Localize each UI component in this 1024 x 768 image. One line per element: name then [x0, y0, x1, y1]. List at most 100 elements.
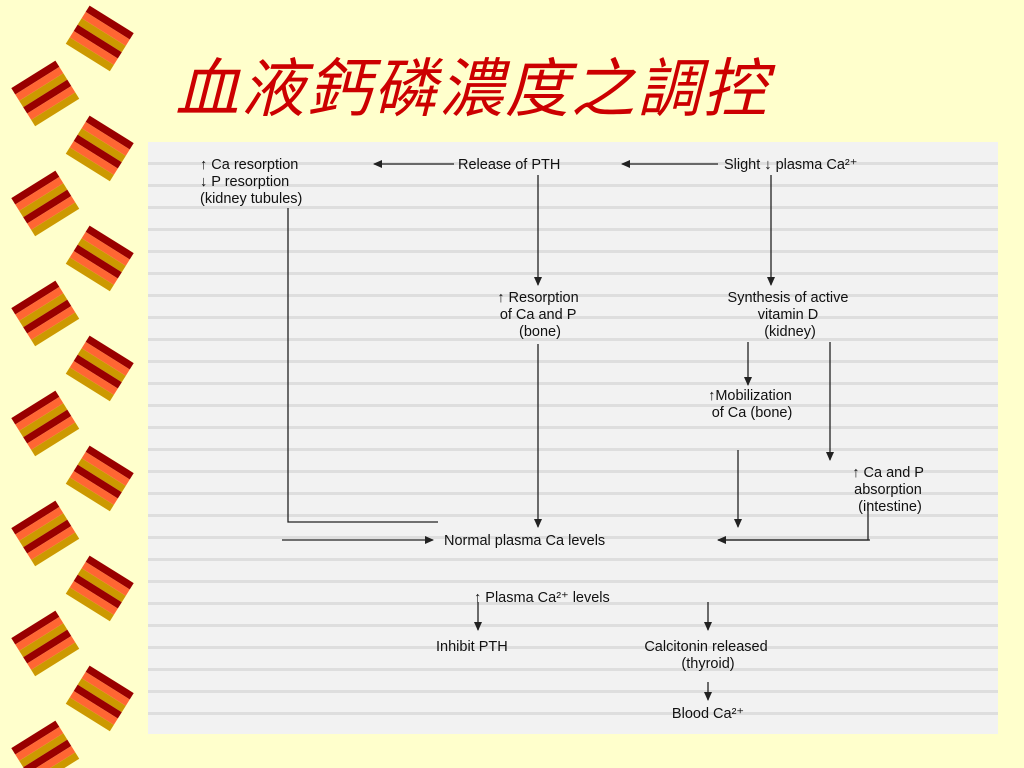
- border-stripe: [77, 458, 126, 493]
- border-stripe: [73, 24, 122, 59]
- border-stripe: [11, 610, 60, 645]
- border-stripe: [65, 697, 114, 732]
- border-stripe: [19, 403, 68, 438]
- border-stripe: [85, 115, 134, 150]
- node-synthesis-vitamin-d-line: vitamin D: [758, 307, 818, 323]
- border-stripe: [65, 477, 114, 512]
- border-stripe: [15, 286, 64, 321]
- border-stripe: [15, 176, 64, 211]
- border-stripe: [73, 244, 122, 279]
- border-fan: [11, 60, 80, 127]
- border-stripe: [81, 11, 130, 46]
- border-stripe: [19, 293, 68, 328]
- border-stripe: [23, 409, 72, 444]
- border-stripe: [65, 257, 114, 292]
- node-absorption: ↑ Ca and P absorption (intestine): [852, 465, 928, 515]
- border-stripe: [27, 416, 76, 450]
- border-fan: [11, 280, 80, 347]
- border-fan: [11, 170, 80, 237]
- decorative-border: [11, 5, 134, 768]
- border-stripe: [85, 665, 134, 700]
- border-fan: [65, 115, 134, 182]
- border-stripe: [15, 726, 64, 761]
- border-stripe: [19, 73, 68, 108]
- node-absorption-line: ↑ Ca and P: [852, 465, 923, 481]
- border-stripe: [27, 636, 76, 670]
- node-resorption-bone-line: of Ca and P: [500, 307, 576, 323]
- border-fan: [65, 555, 134, 622]
- border-stripe: [19, 513, 68, 548]
- border-stripe: [85, 555, 134, 590]
- border-stripe: [81, 671, 130, 706]
- border-stripe: [23, 189, 72, 224]
- arrow-absorption-to-normal: [718, 502, 869, 541]
- diagram-figure: ↑ Ca resorption ↓ P resorption (kidney t…: [148, 142, 998, 734]
- border-stripe: [73, 134, 122, 169]
- border-stripe: [81, 561, 130, 596]
- border-fan: [65, 225, 134, 292]
- border-stripe: [85, 335, 134, 370]
- border-stripe: [15, 506, 64, 541]
- node-release-pth: Release of PTH: [458, 157, 560, 173]
- node-synthesis-vitamin-d-line: (kidney): [764, 324, 816, 340]
- node-ca-p-resorption-line: ↑ Ca resorption: [200, 157, 298, 173]
- node-inhibit-pth-line: Inhibit PTH: [436, 639, 508, 655]
- border-stripe: [65, 587, 114, 622]
- node-absorption-line: absorption: [854, 482, 922, 498]
- border-stripe: [85, 445, 134, 480]
- border-stripe: [31, 422, 80, 457]
- node-plasma-ca-up: ↑ Plasma Ca²⁺ levels: [474, 590, 610, 606]
- border-stripe: [31, 202, 80, 237]
- node-mobilization-line: of Ca (bone): [712, 405, 793, 421]
- node-ca-p-resorption-line: ↓ P resorption: [200, 174, 289, 190]
- border-stripe: [11, 170, 60, 205]
- border-stripe: [69, 251, 118, 285]
- border-stripe: [77, 348, 126, 383]
- border-stripe: [19, 733, 68, 768]
- node-resorption-bone-line: (bone): [519, 324, 561, 340]
- border-stripe: [77, 238, 126, 273]
- border-stripe: [65, 37, 114, 72]
- border-stripe: [81, 231, 130, 266]
- node-synthesis-vitamin-d-line: Synthesis of active: [728, 290, 849, 306]
- border-stripe: [69, 361, 118, 395]
- border-fan: [11, 390, 80, 457]
- node-calcitonin-line: Calcitonin released: [644, 639, 767, 655]
- border-stripe: [19, 623, 68, 658]
- border-stripe: [81, 341, 130, 376]
- border-stripe: [15, 396, 64, 431]
- border-stripe: [73, 464, 122, 499]
- node-synthesis-vitamin-d: Synthesis of active vitamin D (kidney): [728, 290, 853, 340]
- border-stripe: [31, 752, 80, 768]
- border-stripe: [77, 18, 126, 53]
- border-stripe: [85, 5, 134, 40]
- border-stripe: [27, 746, 76, 768]
- node-resorption-bone: ↑ Resorption of Ca and P (bone): [497, 290, 582, 340]
- border-stripe: [15, 66, 64, 101]
- border-stripe: [27, 526, 76, 560]
- border-fan: [65, 445, 134, 512]
- border-fan: [11, 610, 80, 677]
- border-stripe: [15, 616, 64, 651]
- node-mobilization-line: ↑Mobilization: [708, 388, 792, 404]
- border-stripe: [81, 121, 130, 156]
- border-stripe: [11, 720, 60, 755]
- border-fan: [65, 5, 134, 72]
- node-ca-p-resorption-line: (kidney tubules): [200, 191, 302, 207]
- node-blood-ca-line: Blood Ca²⁺: [672, 706, 744, 722]
- border-fan: [65, 335, 134, 402]
- border-fan: [11, 500, 80, 567]
- border-stripe: [69, 581, 118, 615]
- border-stripe: [23, 739, 72, 768]
- node-normal-plasma-ca-line: Normal plasma Ca levels: [444, 533, 605, 549]
- border-stripe: [73, 354, 122, 389]
- border-stripe: [31, 312, 80, 347]
- slide-title: 血液鈣磷濃度之調控: [175, 53, 769, 127]
- node-blood-ca: Blood Ca²⁺: [672, 706, 744, 722]
- border-stripe: [81, 451, 130, 486]
- node-normal-plasma-ca: Normal plasma Ca levels: [444, 533, 605, 549]
- border-fan: [65, 665, 134, 732]
- border-stripe: [19, 183, 68, 218]
- node-plasma-ca-up-line: ↑ Plasma Ca²⁺ levels: [474, 590, 610, 606]
- node-mobilization: ↑Mobilization of Ca (bone): [708, 388, 796, 421]
